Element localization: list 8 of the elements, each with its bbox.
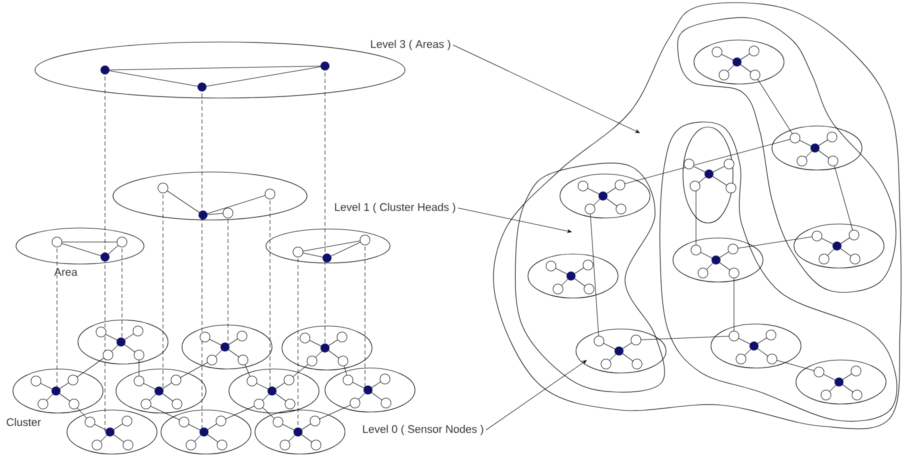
leader-arrow [486,360,587,430]
leader-arrow [452,44,640,133]
level-label: Level 1 ( Cluster Heads ) [335,202,456,214]
cluster-label: Cluster [6,418,41,426]
level-label: Level 3 ( Areas ) [371,40,450,50]
level-label: Level 0 ( Sensor Nodes ) [363,424,484,436]
leader-arrow [458,208,572,233]
area-label: Area [54,268,78,276]
